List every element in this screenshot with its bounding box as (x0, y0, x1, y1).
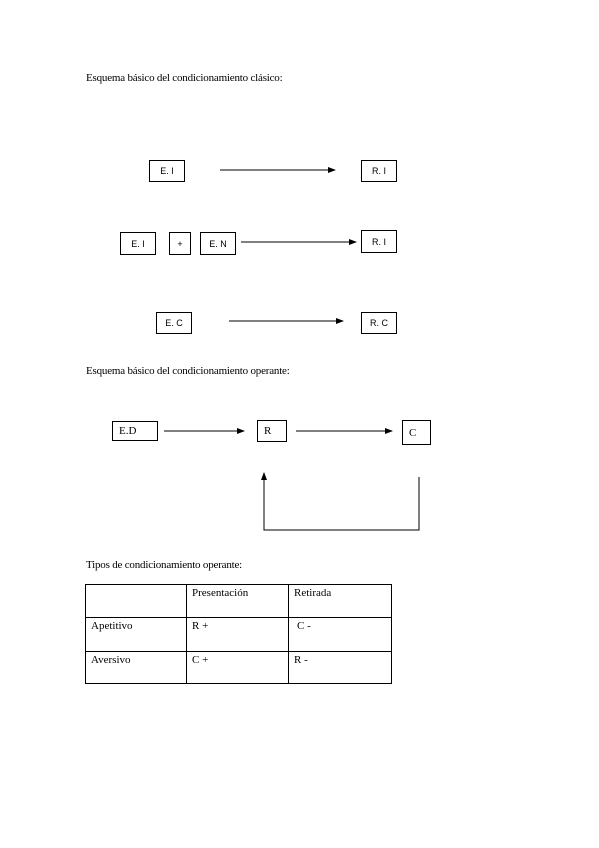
box-c: C (402, 420, 431, 445)
table-cell: Aversivo (85, 651, 187, 684)
types-table: Presentación Retirada Apetitivo R + C - … (85, 584, 392, 684)
box-ei-row1: E. I (149, 160, 185, 182)
box-ri-row1: R. I (361, 160, 397, 182)
feedback-arrow (261, 472, 420, 531)
table-header-row: Presentación Retirada (85, 584, 392, 618)
table-cell: Apetitivo (85, 617, 187, 652)
box-ei-row2: E. I (120, 232, 156, 255)
table-cell: C + (186, 651, 289, 684)
box-ed: E.D (112, 421, 158, 441)
box-rc-row3: R. C (361, 312, 397, 334)
box-ri-row2: R. I (361, 230, 397, 253)
box-ec-row3: E. C (156, 312, 192, 334)
operant-heading: Esquema básico del condicionamiento oper… (86, 365, 290, 377)
box-plus-row2: + (169, 232, 191, 255)
box-r: R (257, 420, 287, 442)
table-row: Aversivo C + R - (85, 651, 392, 684)
table-cell: C - (288, 617, 392, 652)
box-en-row2: E. N (200, 232, 236, 255)
table-row: Apetitivo R + C - (85, 617, 392, 652)
types-heading: Tipos de condicionamiento operante: (86, 559, 243, 571)
table-header-cell: Presentación (186, 584, 289, 618)
classical-heading: Esquema básico del condicionamiento clás… (86, 72, 283, 84)
table-cell: R + (186, 617, 289, 652)
table-cell: R - (288, 651, 392, 684)
table-header-cell (85, 584, 187, 618)
table-header-cell: Retirada (288, 584, 392, 618)
